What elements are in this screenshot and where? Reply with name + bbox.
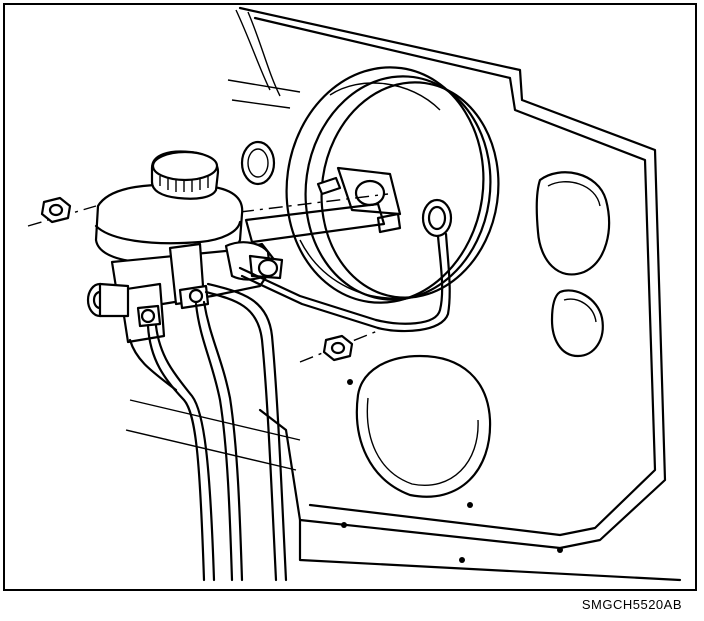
figure-border: [3, 3, 697, 591]
mounting-nut-upper: [27, 196, 97, 227]
brake-lines: [128, 266, 380, 582]
pushrod-centerline: [239, 193, 389, 213]
booster-stud-lower: [376, 212, 402, 234]
booster-stud-upper: [316, 176, 342, 196]
firewall-panel: [125, 6, 682, 582]
vacuum-fitting: [374, 198, 453, 333]
pushrod: [244, 202, 386, 244]
figure-code: SMGCH5520AB: [581, 597, 682, 612]
mounting-nut-lower: [299, 329, 381, 363]
brake-booster: [285, 66, 500, 304]
reservoir-cap: [150, 150, 220, 200]
